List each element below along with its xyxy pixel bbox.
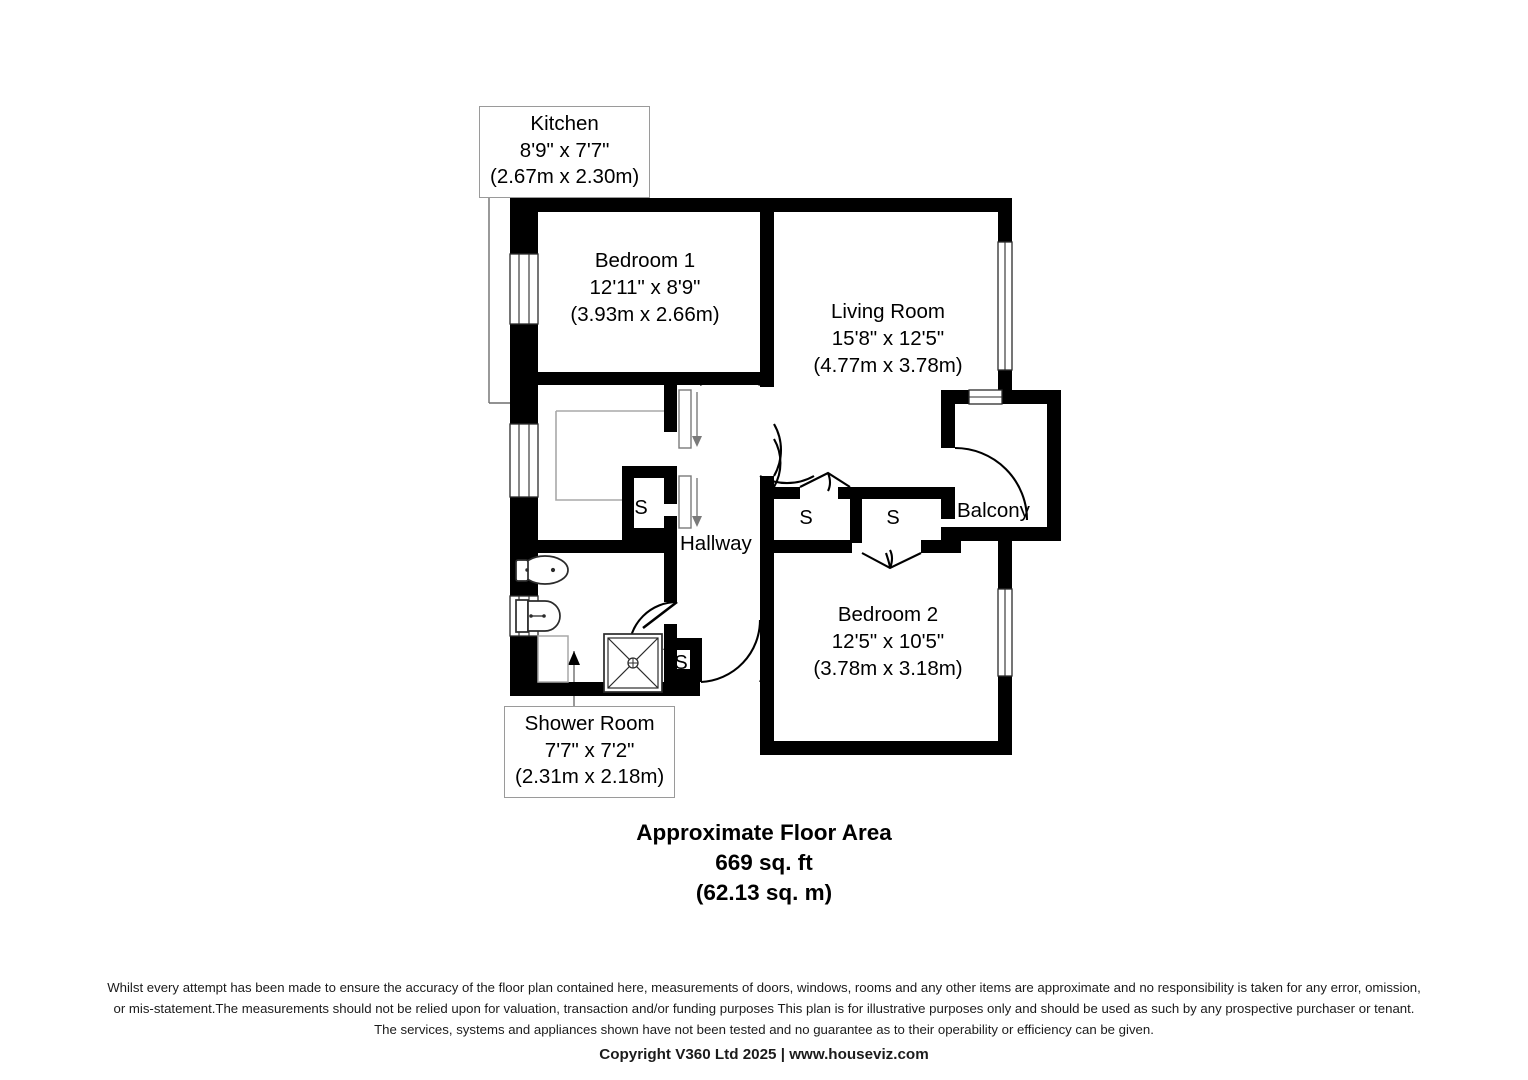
disclaimer-line-1: Whilst every attempt has been made to en…: [107, 980, 1421, 995]
storage-label-living-right: S: [886, 507, 900, 529]
storage-label-kitchen: S: [634, 497, 648, 519]
kitchen-dimensions-imperial: 8'9" x 7'7": [519, 138, 610, 162]
door-balcony: [954, 446, 1029, 521]
floor-area-block: Approximate Floor Area 669 sq. ft (62.13…: [0, 818, 1528, 908]
sliding-door-kitchen-lower: [678, 475, 702, 529]
living-room-dimensions-metric: (4.77m x 3.78m): [813, 354, 963, 378]
window-balcony: [968, 389, 1003, 405]
kitchen-dimensions-metric: (2.67m x 2.30m): [490, 165, 640, 189]
bifold-storage-living-right: [861, 549, 922, 570]
living-room-name: Living Room: [831, 300, 945, 323]
shower-room-cabinet: [537, 635, 569, 683]
copyright-line: Copyright V360 Ltd 2025 | www.houseviz.c…: [599, 1045, 929, 1063]
sink-fixture: [515, 599, 561, 633]
room-label-balcony: Balcony: [957, 499, 1030, 522]
bedroom-2-dimensions-metric: (3.78m x 3.18m): [813, 657, 963, 681]
shower-room-dimensions-metric: (2.31m x 2.18m): [515, 765, 665, 789]
storage-label-shower: S: [674, 652, 688, 674]
windows: [509, 241, 1013, 677]
shower-room-dimensions-imperial: 7'7" x 7'2": [544, 738, 635, 762]
door-living-room: [759, 423, 815, 485]
door-hallway-upper: [773, 438, 782, 488]
living-room-dimensions-imperial: 15'8" x 12'5": [831, 327, 945, 351]
bedroom-2-dimensions-imperial: 12'5" x 10'5": [831, 630, 945, 654]
window-bedroom1: [509, 253, 539, 325]
window-kitchen: [509, 423, 539, 498]
room-label-kitchen: Kitchen 8'9" x 7'7" (2.67m x 2.30m): [479, 106, 651, 198]
storage-label-living-left: S: [799, 507, 813, 529]
shower-room-fixtures: [515, 555, 663, 693]
sliding-doors: [678, 389, 702, 529]
bifold-doors: [799, 471, 922, 570]
room-label-bedroom-1: Bedroom 1 12'11" x 8'9" (3.93m x 2.66m): [550, 247, 740, 328]
door-bedroom1: [698, 373, 761, 386]
bifold-storage-living-left: [799, 471, 851, 492]
doors: [627, 373, 1029, 684]
room-label-hallway: Hallway: [680, 532, 752, 555]
window-living-room: [997, 241, 1013, 371]
shower-tray-fixture: [603, 633, 663, 693]
kitchen-name: Kitchen: [530, 112, 599, 135]
floor-area-sqft: 669 sq. ft: [715, 849, 813, 875]
room-label-bedroom-2: Bedroom 2 12'5" x 10'5" (3.78m x 3.18m): [793, 601, 983, 682]
bedroom-1-dimensions-metric: (3.93m x 2.66m): [570, 303, 720, 327]
room-label-living-room: Living Room 15'8" x 12'5" (4.77m x 3.78m…: [793, 298, 983, 379]
floor-area-sqm: (62.13 sq. m): [695, 879, 833, 905]
walls: [510, 198, 1061, 755]
bedroom-1-dimensions-imperial: 12'11" x 8'9": [589, 276, 701, 300]
disclaimer-line-3: The services, systems and appliances sho…: [374, 1021, 1154, 1037]
toilet-fixture: [515, 555, 569, 585]
bedroom-2-name: Bedroom 2: [837, 603, 939, 626]
door-storage-shower: [663, 638, 691, 651]
kitchen-counter: [555, 410, 664, 501]
disclaimer-block: Whilst every attempt has been made to en…: [0, 978, 1528, 1067]
floor-area-title: Approximate Floor Area: [636, 820, 892, 845]
room-label-shower-room: Shower Room 7'7" x 7'2" (2.31m x 2.18m): [504, 706, 676, 798]
window-bedroom2: [997, 588, 1013, 677]
bedroom-1-name: Bedroom 1: [594, 249, 696, 272]
shower-room-name: Shower Room: [524, 712, 655, 735]
disclaimer-line-2: or mis-statement.The measurements should…: [113, 1000, 1415, 1016]
door-bedroom2: [700, 619, 770, 684]
sliding-door-kitchen-upper: [678, 389, 702, 449]
